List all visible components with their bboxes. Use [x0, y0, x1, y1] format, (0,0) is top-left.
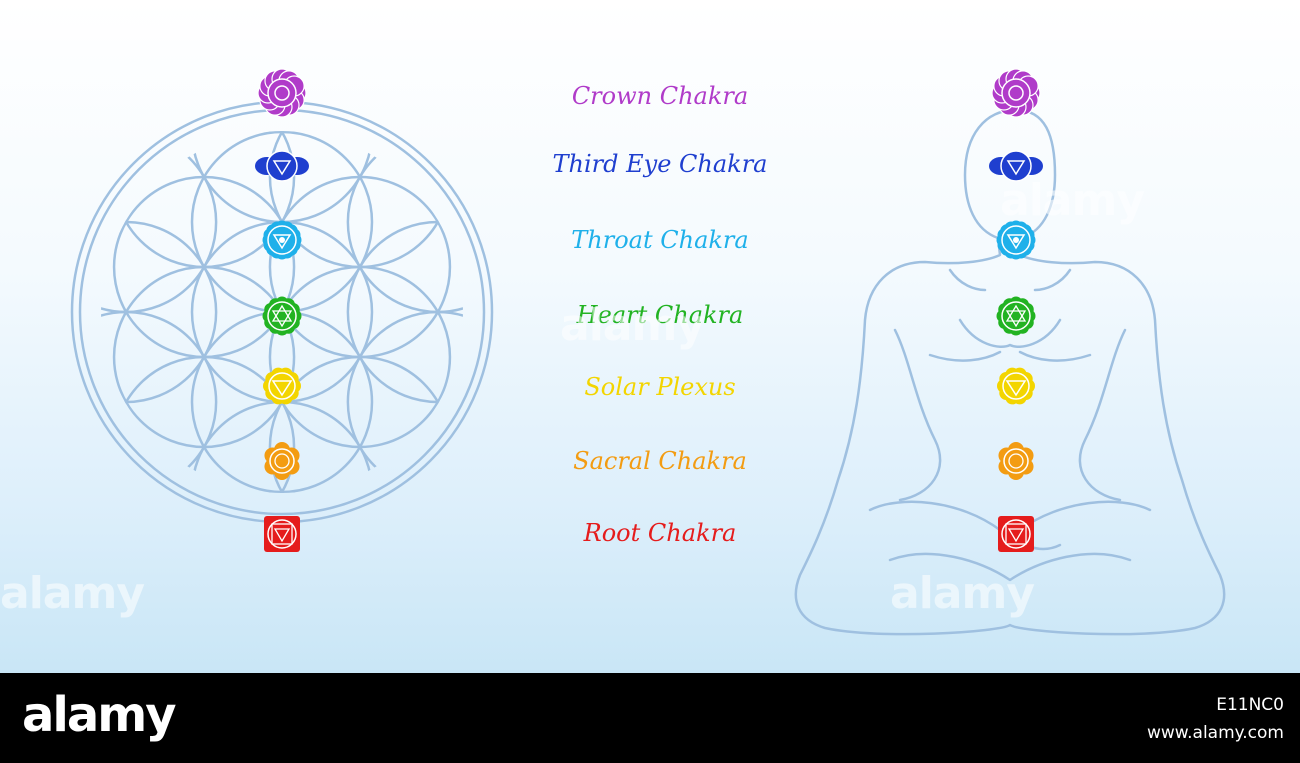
- sacral-chakra-icon: [998, 442, 1034, 480]
- throat-chakra-icon: [996, 220, 1036, 260]
- sacral-chakra-icon: [264, 442, 300, 480]
- label-crown-chakra: Crown Chakra: [571, 82, 749, 110]
- label-heart-chakra: Heart Chakra: [576, 301, 744, 329]
- footer-bar: alamy E11NC0 www.alamy.com: [0, 673, 1300, 763]
- label-root-chakra: Root Chakra: [583, 519, 737, 547]
- root-chakra-icon: [264, 516, 300, 552]
- solar-plexus-chakra-icon: [263, 367, 301, 405]
- chakra-illustration: Crown Chakra Third Eye Chakra Throat Cha…: [0, 0, 1300, 673]
- meditating-figure: [794, 108, 1226, 636]
- chakra-symbols: [255, 68, 1043, 552]
- footer-url: www.alamy.com: [1146, 723, 1284, 743]
- label-sacral-chakra: Sacral Chakra: [573, 447, 747, 475]
- watermark: alamy: [890, 568, 1035, 619]
- crown-chakra-icon: [991, 68, 1041, 118]
- third-eye-chakra-icon: [255, 150, 309, 182]
- solar-plexus-chakra-icon: [997, 367, 1035, 405]
- image-id: E11NC0: [1216, 695, 1284, 715]
- watermark: alamy: [1000, 175, 1145, 226]
- label-third-eye-chakra: Third Eye Chakra: [552, 150, 768, 178]
- throat-chakra-icon: [262, 220, 302, 260]
- footer-logo: alamy: [22, 687, 177, 743]
- label-throat-chakra: Throat Chakra: [571, 226, 749, 254]
- label-solar-plexus: Solar Plexus: [584, 373, 736, 401]
- heart-chakra-icon: [996, 296, 1036, 336]
- watermark: alamy: [560, 300, 705, 351]
- root-chakra-icon: [998, 516, 1034, 552]
- heart-chakra-icon: [262, 296, 302, 336]
- third-eye-chakra-icon: [989, 150, 1043, 182]
- crown-chakra-icon: [257, 68, 307, 118]
- watermark: alamy: [0, 568, 145, 619]
